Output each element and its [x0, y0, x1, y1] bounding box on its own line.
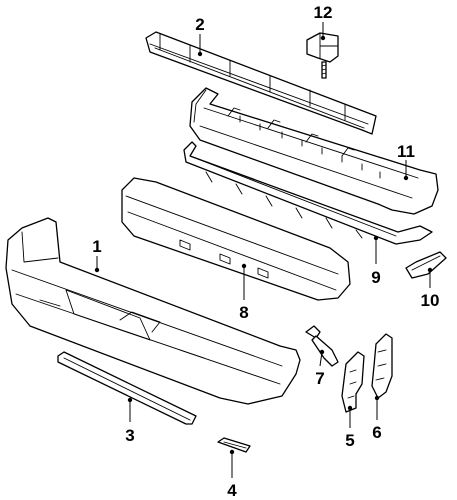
callout-7: 7	[315, 369, 324, 388]
callout-5: 5	[345, 431, 354, 450]
callout-4: 4	[227, 481, 237, 500]
callout-11: 11	[397, 142, 415, 161]
part-2-reinforcement-bar	[145, 31, 377, 135]
callout-2: 2	[195, 15, 204, 34]
part-10-trim-piece	[405, 251, 447, 279]
callout-3: 3	[125, 426, 134, 445]
part-7-small-bracket	[305, 325, 339, 367]
part-5-side-bracket	[341, 351, 365, 413]
callout-9: 9	[371, 268, 380, 287]
part-4-plate	[217, 437, 251, 453]
part-9-molding-strip	[183, 141, 433, 245]
callout-12: 12	[314, 3, 333, 22]
callout-6: 6	[372, 423, 381, 442]
callout-8: 8	[239, 303, 248, 322]
part-11-upper-cover	[189, 87, 439, 215]
callout-10: 10	[421, 291, 440, 310]
part-6-side-bracket	[371, 333, 393, 399]
part-3-lower-strip	[57, 351, 197, 425]
callout-1: 1	[92, 237, 101, 256]
part-12-bracket	[306, 32, 339, 79]
part-8-face-bar	[121, 177, 351, 301]
leader-lines	[94, 22, 433, 478]
part-1-bumper-cover	[5, 217, 301, 405]
